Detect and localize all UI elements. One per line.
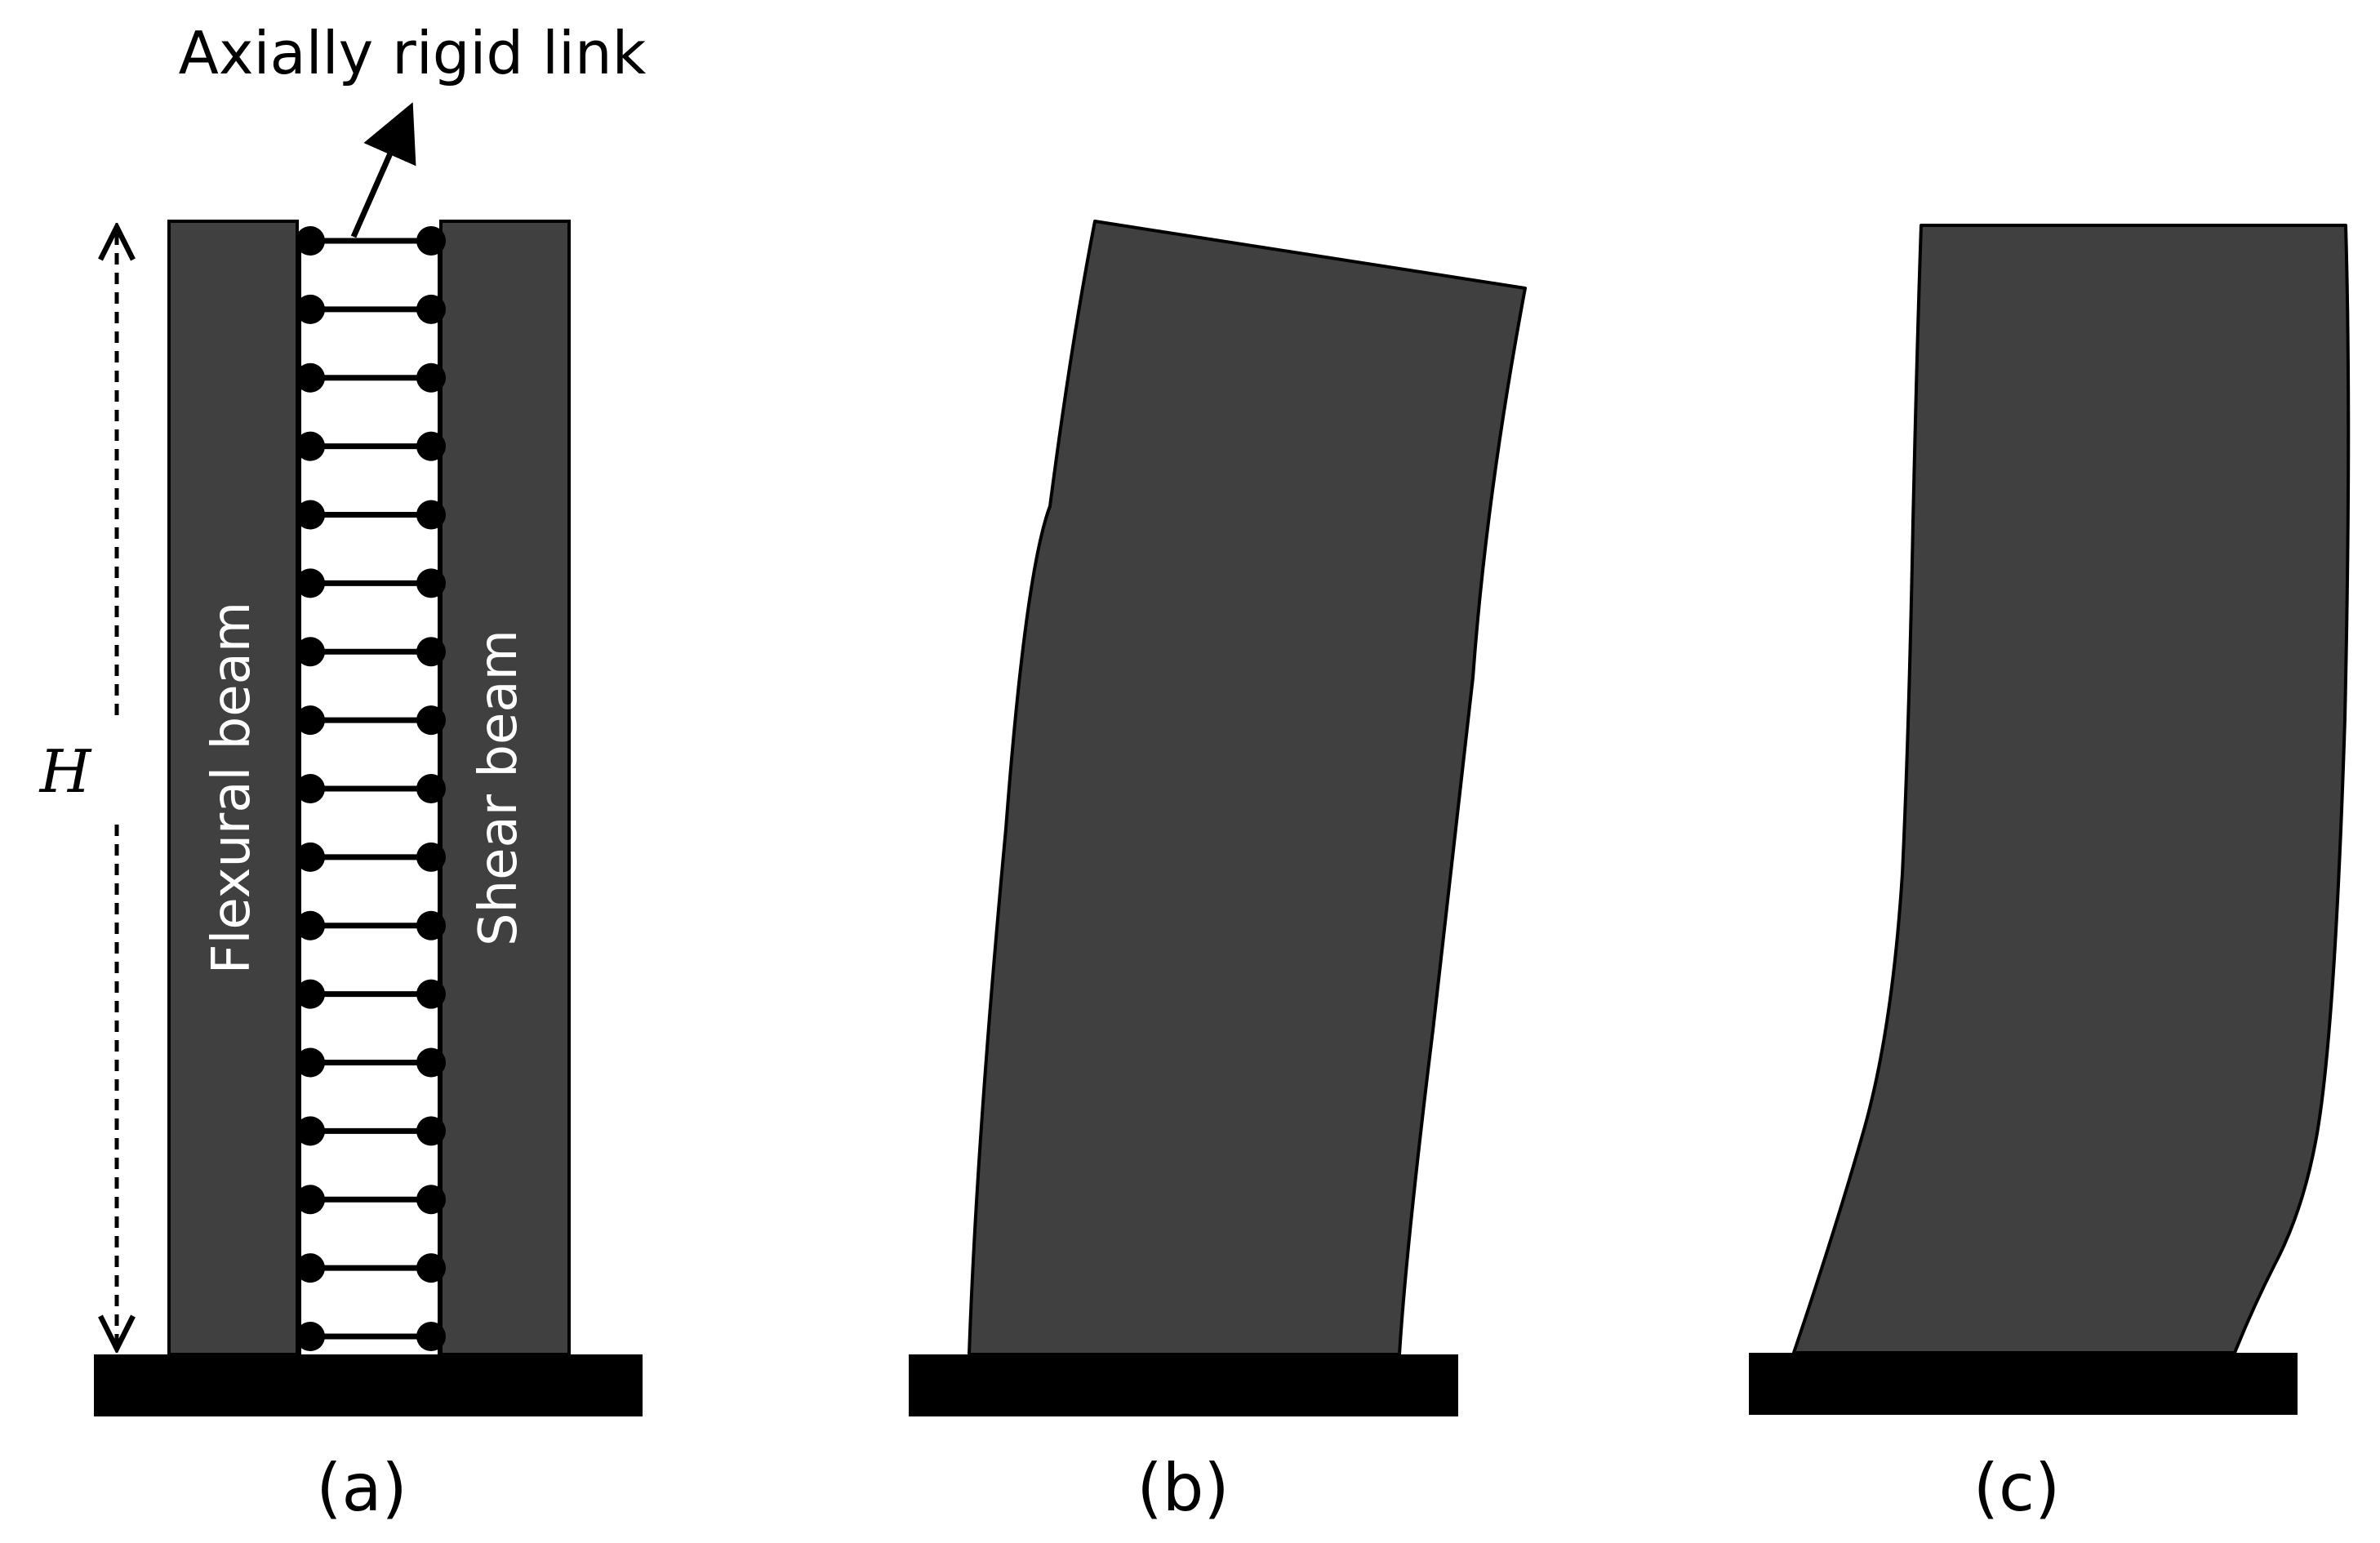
link-pin-11-left	[296, 910, 325, 940]
flexural-beam-label: Flexural beam	[202, 602, 262, 975]
link-pin-6-left	[296, 568, 325, 598]
shear-beam-label: Shear beam	[469, 629, 529, 946]
link-pin-8-right	[416, 705, 446, 736]
shear-deformed-shape	[1792, 224, 2351, 1354]
link-pin-4-right	[416, 431, 446, 461]
ground-base-b	[909, 1354, 1458, 1416]
link-pin-12-left	[296, 979, 325, 1009]
link-pin-8-left	[296, 705, 325, 736]
link-pin-11-right	[416, 910, 446, 940]
link-pin-5-right	[416, 500, 446, 530]
link-pin-2-right	[416, 294, 446, 324]
link-label: Axially rigid link	[179, 19, 647, 87]
link-callout-arrow	[350, 102, 416, 238]
panel-b-caption: (b)	[1137, 1450, 1229, 1526]
panel-b: (b)	[909, 220, 1527, 1526]
link-pin-4-left	[296, 431, 325, 461]
panel-a-caption: (a)	[316, 1450, 407, 1526]
panel-c: (c)	[1749, 224, 2351, 1526]
link-pin-7-right	[416, 637, 446, 667]
link-pin-15-left	[296, 1185, 325, 1215]
link-pin-9-left	[296, 774, 325, 803]
link-pin-9-right	[416, 774, 446, 803]
ground-base-c	[1749, 1353, 2298, 1415]
panel-c-caption: (c)	[1973, 1450, 2060, 1526]
link-pin-5-left	[296, 500, 325, 530]
link-pin-13-left	[296, 1047, 325, 1078]
link-pin-14-left	[296, 1116, 325, 1146]
link-pin-1-left	[296, 226, 325, 256]
link-pin-14-right	[416, 1116, 446, 1146]
link-pin-17-right	[416, 1322, 446, 1351]
link-pin-16-right	[416, 1253, 446, 1283]
link-pin-10-left	[296, 842, 325, 872]
link-pin-1-right	[416, 226, 446, 256]
ground-base-a	[94, 1354, 643, 1416]
link-pin-12-right	[416, 979, 446, 1009]
flexural-beam	[167, 220, 299, 1356]
link-pin-2-left	[296, 294, 325, 324]
panel-a: H Flexural beam Shear beam Axially rigid…	[38, 19, 647, 1526]
link-pin-7-left	[296, 637, 325, 667]
link-pin-15-right	[416, 1185, 446, 1215]
link-pin-3-left	[296, 362, 325, 393]
flexural-deformed-shape	[968, 220, 1527, 1356]
axially-rigid-links	[296, 226, 446, 1351]
link-pin-16-left	[296, 1253, 325, 1283]
link-pin-6-right	[416, 568, 446, 598]
link-pin-13-right	[416, 1047, 446, 1078]
shear-beam	[439, 220, 571, 1356]
link-pin-17-left	[296, 1322, 325, 1351]
link-pin-3-right	[416, 362, 446, 393]
link-pin-10-right	[416, 842, 446, 872]
height-symbol: H	[38, 737, 92, 806]
